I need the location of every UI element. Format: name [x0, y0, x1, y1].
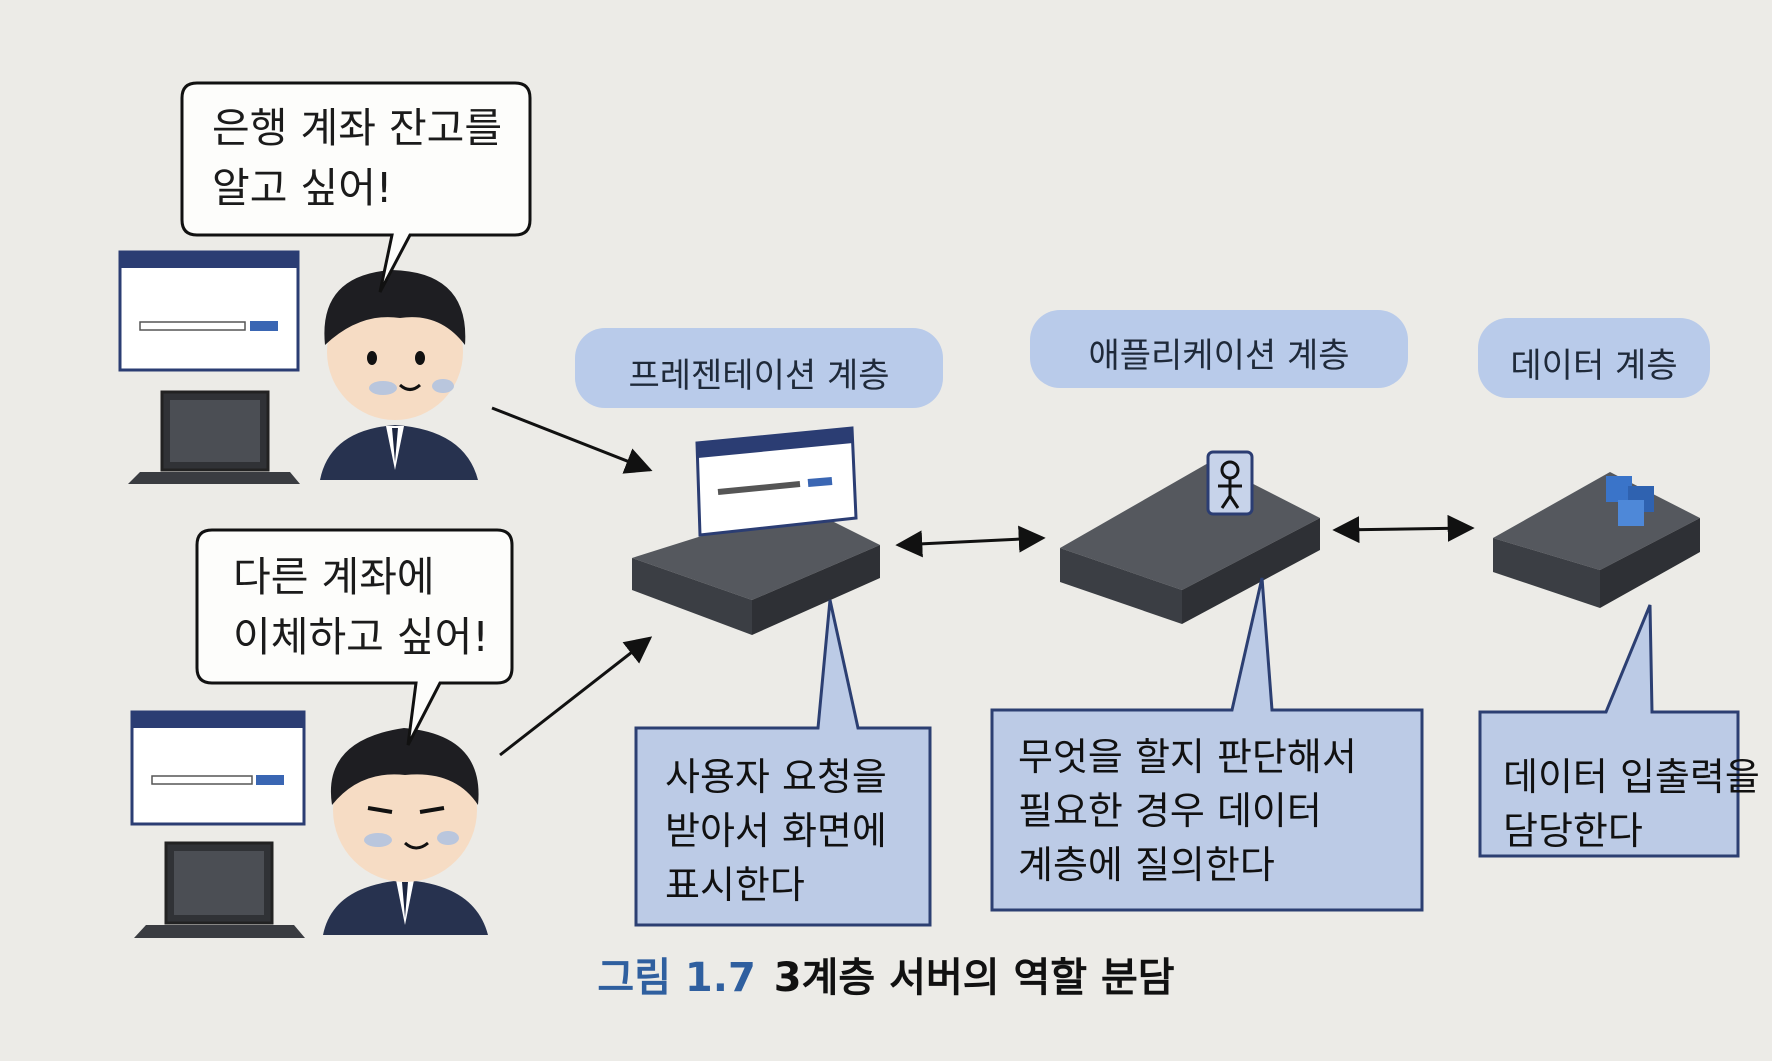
- figure-number: 그림 1.7: [597, 955, 756, 1001]
- figure-title: 3계층 서버의 역할 분담: [773, 955, 1175, 1001]
- data-server: [1493, 472, 1700, 608]
- application-note-box: [990, 577, 1424, 912]
- presentation-application-arrow: [895, 525, 1046, 558]
- application-note-text: 무엇을 할지 판단해서 필요한 경우 데이터 계층에 질의한다: [1018, 735, 1357, 887]
- data-cubes-icon: [1606, 476, 1654, 526]
- data-note-text: 데이터 입출력을 담당한다: [1503, 755, 1760, 853]
- presentation-server: [632, 505, 880, 635]
- user-1-speech-bubble: [180, 81, 532, 293]
- user-1-avatar: [320, 270, 478, 480]
- application-tier-label: 애플리케이션 계층: [1088, 336, 1350, 376]
- presentation-tier-label: 프레젠테이션 계층: [628, 356, 890, 396]
- presentation-note-box: [634, 599, 932, 927]
- user-1-speech-text: 은행 계좌 잔고를 알고 싶어!: [212, 104, 503, 212]
- application-label-pill: [1030, 310, 1408, 388]
- application-person-icon: [1206, 450, 1254, 516]
- presentation-note-text: 사용자 요청을 받아서 화면에 표시한다: [665, 755, 887, 907]
- presentation-label-pill: [575, 328, 943, 408]
- presentation-browser-window-icon: [695, 426, 858, 537]
- user-2-laptop-icon: [134, 841, 305, 938]
- data-tier-label: 데이터 계층: [1510, 346, 1678, 386]
- data-label-pill: [1478, 318, 1710, 398]
- user-2-speech-bubble: [195, 528, 514, 746]
- user-2-browser-window: [130, 710, 306, 826]
- application-data-arrow: [1332, 514, 1475, 544]
- user-1-laptop-icon: [128, 390, 300, 484]
- figure-caption: 그림 1.7 3계층 서버의 역할 분담: [0, 945, 1772, 1003]
- data-note-box: [1478, 604, 1740, 858]
- user-1-browser-window: [118, 250, 300, 372]
- user-2-speech-text: 다른 계좌에 이체하고 싶어!: [233, 553, 489, 661]
- user-2-request-arrow: [499, 636, 653, 757]
- user-2-avatar: [323, 728, 488, 935]
- user-1-request-arrow: [491, 406, 653, 474]
- application-server: [1060, 462, 1320, 624]
